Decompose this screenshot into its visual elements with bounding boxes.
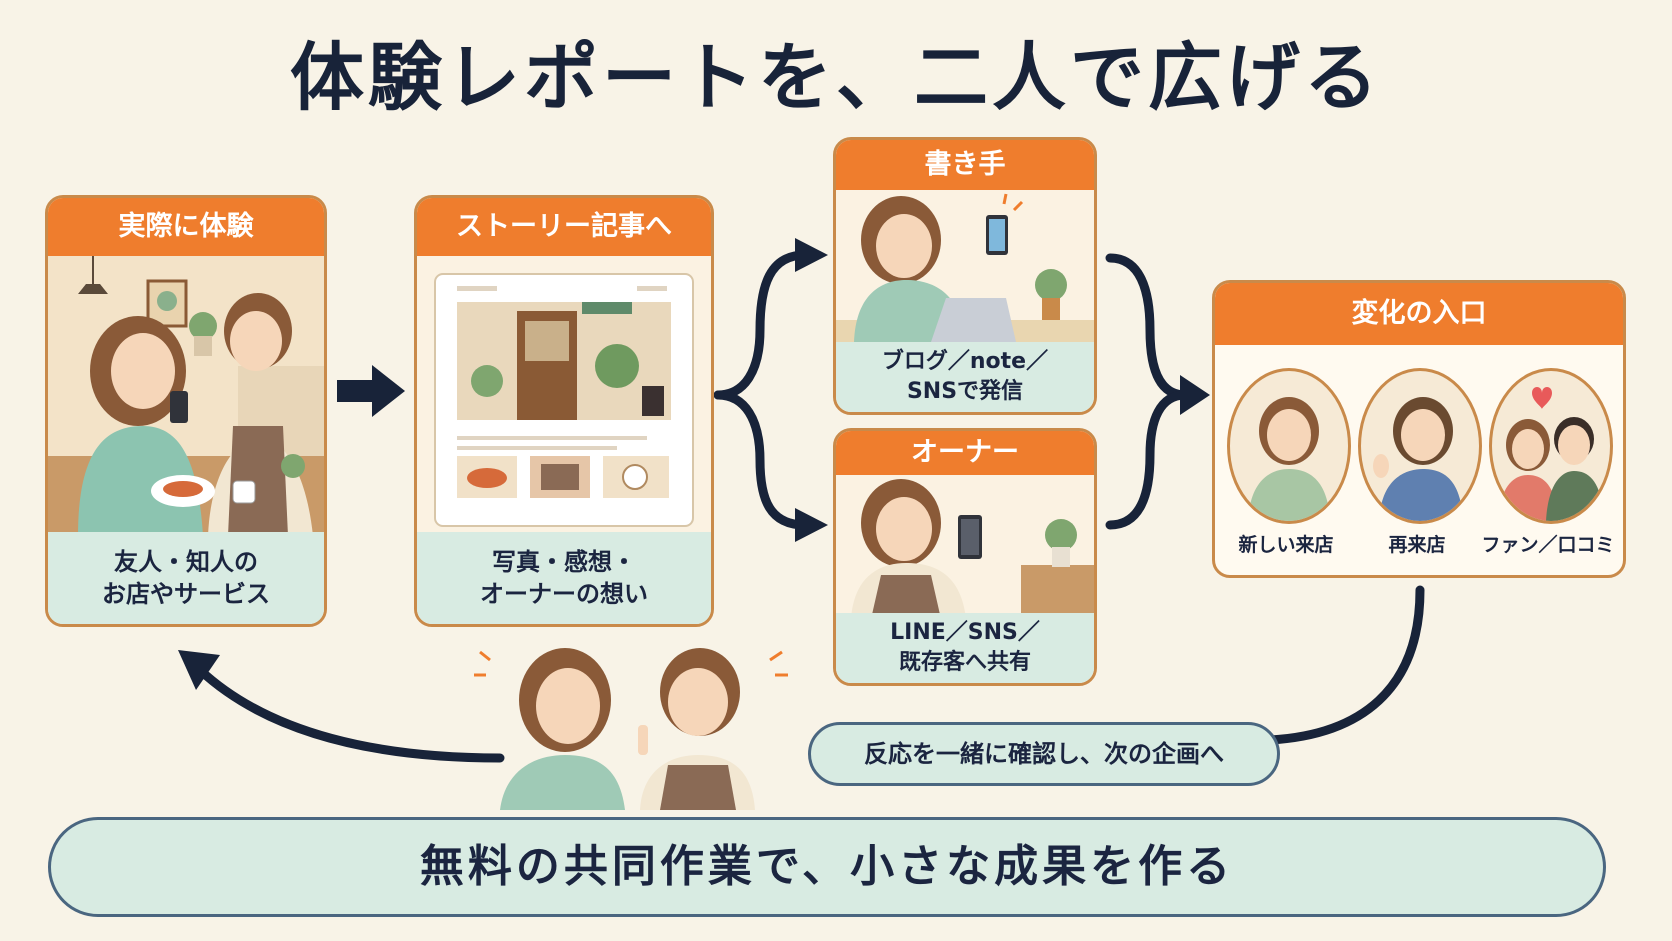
card-story-header: ストーリー記事へ: [417, 198, 711, 256]
change-item-new-visit: 新しい来店: [1238, 534, 1334, 556]
arrow-merge-to-change: [1105, 253, 1190, 530]
card-experience-header: 実際に体験: [48, 198, 324, 256]
card-experience: 実際に体験 友人・知人の お店やサービス: [45, 195, 327, 627]
writer-illustration: [836, 190, 1094, 342]
card-story-footer: 写真・感想・ オーナーの想い: [417, 532, 711, 624]
card-experience-footer-line1: 友人・知人の: [114, 547, 258, 576]
fans-couple-avatar: [1489, 368, 1613, 524]
owner-illustration: [836, 475, 1094, 619]
arrowhead-to-change: [1180, 375, 1210, 415]
arrow-story-split: [713, 250, 810, 530]
card-writer-footer: ブログ／note／ SNSで発信: [836, 342, 1094, 412]
cafe-experience-illustration: [48, 256, 324, 538]
card-owner-header: オーナー: [836, 431, 1094, 475]
card-writer-footer-line2: SNSで発信: [906, 379, 1024, 404]
article-mockup-illustration: [417, 256, 711, 538]
change-item-revisit: 再来店: [1388, 534, 1446, 556]
card-experience-footer: 友人・知人の お店やサービス: [48, 532, 324, 624]
card-owner-footer: LINE／SNS／ 既存客へ共有: [836, 613, 1094, 683]
arrowhead-to-writer: [795, 238, 828, 272]
card-story-footer-line2: オーナーの想い: [480, 580, 648, 608]
card-writer-header: 書き手: [836, 140, 1094, 190]
card-writer: 書き手 ブログ／note／ SNSで発信: [833, 137, 1097, 415]
returning-visitor-avatar: [1358, 368, 1482, 524]
card-owner: オーナー LINE／SNS／ 既存客へ共有: [833, 428, 1097, 686]
card-owner-footer-line1: LINE／SNS／: [890, 620, 1040, 646]
two-women-discussing-illustration: [470, 630, 800, 810]
arrow-loop-back: [195, 665, 505, 763]
card-experience-footer-line2: お店やサービス: [102, 580, 270, 608]
arrowhead-to-owner: [795, 508, 828, 542]
bottom-banner: 無料の共同作業で、小さな成果を作る: [48, 817, 1606, 917]
card-change-header: 変化の入口: [1215, 283, 1623, 345]
page-title: 体験レポートを、二人で広げる: [290, 35, 1382, 121]
card-story-footer-line1: 写真・感想・: [492, 547, 636, 576]
card-change: 変化の入口 新しい来店 再来店 ファン／口コミ: [1212, 280, 1626, 578]
arrow-experience-to-story: [337, 365, 405, 417]
arrowhead-to-experience: [178, 650, 220, 690]
feedback-pill: 反応を一緒に確認し、次の企画へ: [808, 722, 1280, 786]
card-owner-footer-line2: 既存客へ共有: [898, 650, 1031, 675]
card-writer-footer-line1: ブログ／note／: [881, 349, 1049, 375]
arrow-change-to-pill: [1265, 585, 1425, 745]
new-visitor-avatar: [1227, 368, 1351, 524]
change-item-fans-word-of-mouth: ファン／口コミ: [1481, 534, 1615, 556]
card-story: ストーリー記事へ 写真・感想・ オーナーの想い: [414, 195, 714, 627]
